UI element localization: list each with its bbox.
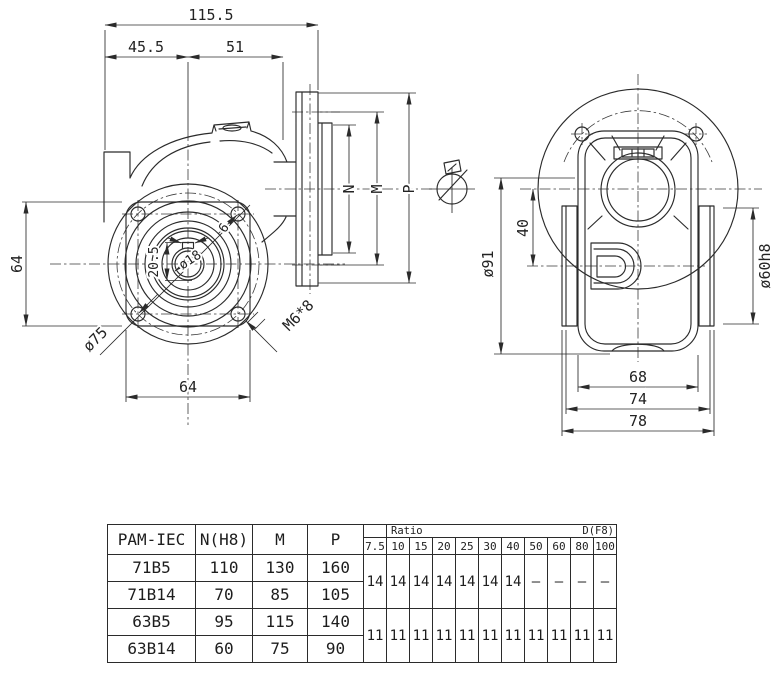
- dim-hub-diameter: ø60h8: [756, 243, 774, 288]
- dim-flange-height: 64: [8, 255, 26, 273]
- d-value: 14: [501, 554, 525, 609]
- ratio-col: 15: [409, 537, 433, 555]
- dim-input-offset: 45.5: [128, 38, 164, 56]
- ratio-columns-row: 7.5 10 15 20 25 30 40 50 60 80 100: [108, 537, 617, 555]
- d-value: 14: [386, 554, 410, 609]
- d-value: 11: [524, 608, 548, 663]
- col-header-p: P: [307, 524, 364, 555]
- ratio-col: 20: [432, 537, 456, 555]
- ratio-header: Ratio: [391, 524, 423, 537]
- spec-table: PAM-IEC N(H8) M P Ratio D(F8) 7.5 10 15 …: [107, 524, 617, 663]
- dim-label-m: M: [368, 184, 386, 193]
- pam-cell: 71B5: [107, 554, 196, 582]
- d-value: —: [524, 554, 548, 609]
- pam-cell: 71B14: [107, 581, 196, 609]
- d-value: —: [547, 554, 571, 609]
- ratio-col: 7.5: [363, 537, 387, 555]
- ratio-col: 40: [501, 537, 525, 555]
- header-strip-row: PAM-IEC N(H8) M P Ratio D(F8): [107, 524, 617, 555]
- d-value: 11: [432, 608, 456, 663]
- dim-width-mid: 74: [629, 390, 647, 408]
- m-cell: 115: [252, 608, 308, 636]
- ratio-col: 25: [455, 537, 479, 555]
- dim-center-distance: 51: [226, 38, 244, 56]
- d-value: 14: [455, 554, 479, 609]
- strip-cell: Ratio D(F8): [386, 524, 617, 538]
- d-value: 11: [386, 608, 410, 663]
- d-value: 11: [593, 608, 617, 663]
- d-value: 11: [501, 608, 525, 663]
- pam-cell: 63B5: [107, 608, 196, 636]
- p-cell: 90: [307, 635, 364, 663]
- dim-label-n: N: [340, 184, 358, 193]
- dim-axis-offset: 40: [514, 219, 532, 237]
- projection-symbol: [429, 159, 475, 213]
- dim-body-diameter: ø91: [479, 250, 497, 277]
- thread-callout: M6*8: [279, 296, 317, 334]
- d-value: 11: [363, 608, 387, 663]
- ratio-col: 10: [386, 537, 410, 555]
- ratio-col: 50: [524, 537, 548, 555]
- dim-width-overall: 78: [629, 412, 647, 430]
- ratio-col: 30: [478, 537, 502, 555]
- p-cell: 140: [307, 608, 364, 636]
- d-value: 11: [478, 608, 502, 663]
- dim-pilot-diameter: ø75: [79, 323, 111, 355]
- dim-bolt-spacing: 64: [179, 378, 197, 396]
- d-value: 14: [363, 554, 387, 609]
- dim-label-p: P: [400, 184, 418, 193]
- n-cell: 60: [195, 635, 253, 663]
- d-value: 14: [409, 554, 433, 609]
- n-cell: 95: [195, 608, 253, 636]
- p-cell: 105: [307, 581, 364, 609]
- d-value: —: [570, 554, 594, 609]
- ratio-col: 80: [570, 537, 594, 555]
- right-view: ø91 40 ø60h8 68 74 78: [477, 74, 776, 436]
- technical-drawing: 115.5 45.5 51 64 64 ø75 M6*8 20.5 ø18 6 …: [6, 4, 776, 436]
- d-value: —: [593, 554, 617, 609]
- m-cell: 75: [252, 635, 308, 663]
- col-header-pam-iec: PAM-IEC: [107, 524, 196, 555]
- row-63B14: 63B14 60 75 90: [107, 635, 617, 663]
- d-value: 14: [478, 554, 502, 609]
- dim-keyway-depth: 20.5: [147, 246, 162, 277]
- d-f8-header: D(F8): [582, 524, 614, 537]
- strip-empty-cell: [363, 524, 387, 538]
- col-header-m: M: [252, 524, 308, 555]
- col-header-n: N(H8): [195, 524, 253, 555]
- p-cell: 160: [307, 554, 364, 582]
- dim-overall-length: 115.5: [188, 6, 233, 24]
- row-63B5: 63B5 95 115 140 11 11 11 11 11 11 11 11 …: [107, 608, 617, 663]
- d-value: 11: [570, 608, 594, 663]
- dim-width-body: 68: [629, 368, 647, 386]
- pam-cell: 63B14: [107, 635, 196, 663]
- ratio-col: 100: [593, 537, 617, 555]
- d-value: 11: [409, 608, 433, 663]
- left-view: 115.5 45.5 51 64 64 ø75 M6*8 20.5 ø18 6 …: [6, 4, 432, 425]
- row-71B14: 71B14 70 85 105: [107, 581, 617, 609]
- d-value: 11: [547, 608, 571, 663]
- n-cell: 110: [195, 554, 253, 582]
- d-value: 14: [432, 554, 456, 609]
- n-cell: 70: [195, 581, 253, 609]
- d-value: 11: [455, 608, 479, 663]
- m-cell: 130: [252, 554, 308, 582]
- m-cell: 85: [252, 581, 308, 609]
- row-71B5: 71B5 110 130 160 14 14 14 14 14 14 14 — …: [107, 554, 617, 609]
- ratio-col: 60: [547, 537, 571, 555]
